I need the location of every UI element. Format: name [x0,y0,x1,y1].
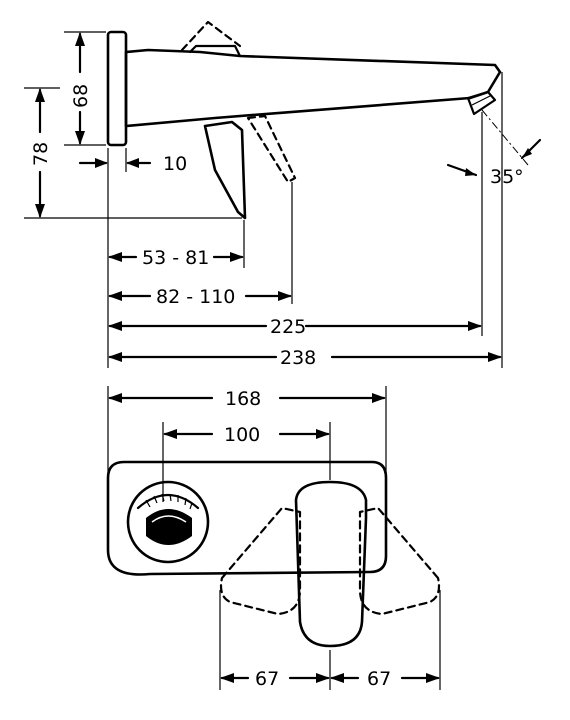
handle-side [203,120,247,220]
dim-10-label: 10 [163,153,187,175]
lever-top-dashed [180,20,242,52]
dim-168-label: 168 [225,388,261,410]
dim-168-arrow-right [372,393,386,403]
lever-top [188,44,242,58]
dim-100-label: 100 [224,424,260,446]
dim-82-110-label: 82 - 110 [156,286,235,308]
lever-front [294,480,368,648]
wall-plate-side [106,30,128,147]
dim-225-label: 225 [270,316,306,338]
dim-225-arrow-right [468,321,482,331]
dim-67-left-label: 67 [255,668,279,690]
dim-82-110-arrow-right [278,291,292,301]
aerator-highlight [151,515,187,523]
aerator-ring [126,480,210,564]
dim-78-arrow-top [35,88,45,102]
dim-238-label: 238 [280,347,316,369]
dim-68-label: 68 [70,84,92,108]
dim-67-right-label: 67 [367,668,391,690]
angle-35-label: 35° [490,166,524,188]
side-view: 35° 68 78 10 53 - 81 [24,20,542,369]
handle-side-dashed [246,114,297,184]
lever-swing-right-dashed [358,506,441,616]
spout-body [124,48,502,128]
dim-53-81-label: 53 - 81 [142,247,209,269]
dim-53-81-arrow-left [108,252,122,262]
dim-68-arrow-top [75,32,85,46]
dim-10-arrow-left [95,158,108,168]
dim-100-arrow-left [163,429,177,439]
dim-168-arrow-left [108,393,122,403]
dim-238-arrow-right [488,352,502,362]
angle-arrowhead-left [465,168,476,176]
front-view: 168 100 67 [106,386,441,690]
dim-68-arrow-bottom [75,131,85,145]
aerator-outlet [146,509,192,545]
dim-53-81-arrow-right [230,252,244,262]
aerator-line [471,94,493,106]
angle-axis [481,109,529,166]
aerator [466,90,497,116]
angle-arrowhead-right [522,148,532,158]
dim-78-arrow-bottom [35,204,45,218]
dim-67-right-arrow-right [426,673,440,683]
dim-100-arrow-right [316,429,330,439]
dim-82-110-arrow-left [108,291,122,301]
dim-78-label: 78 [30,142,52,166]
dim-10-arrow-right [126,158,139,168]
aerator-top-arc [136,494,200,510]
dim-225-arrow-left [108,321,122,331]
wall-plate-front [106,460,388,576]
lever-swing-left-dashed [219,506,302,616]
dim-238-arrow-left [108,352,122,362]
dim-67-right-arrow-left [330,673,344,683]
dim-67-left-arrow-left [220,673,234,683]
aerator-hatch [145,493,193,510]
dim-67-left-arrow-right [316,673,330,683]
